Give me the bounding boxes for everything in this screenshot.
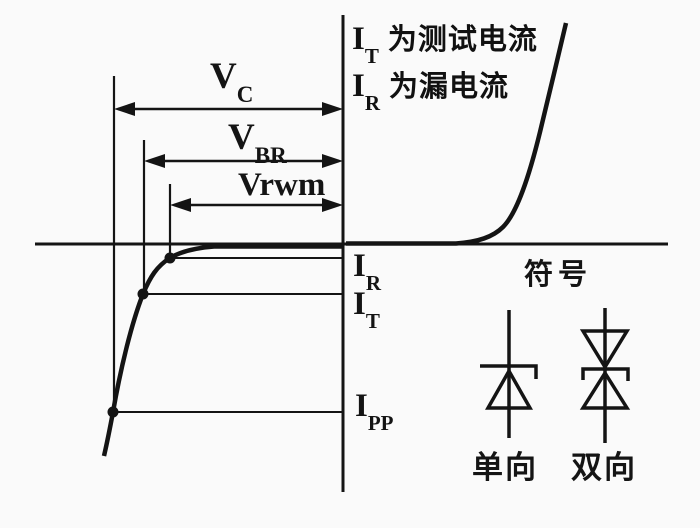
- vc-label: VC: [210, 56, 254, 108]
- ipp-axis-label: IPP: [355, 388, 394, 435]
- vbr-arrowhead-left-icon: [144, 154, 165, 168]
- bidirectional-center-bar-icon: [581, 367, 630, 381]
- vc-arrowhead-left-icon: [114, 102, 135, 116]
- test-current-symbol: IT: [352, 21, 379, 68]
- vbr-point-dot: [137, 288, 149, 300]
- symbol-section-title: 符号: [524, 259, 593, 291]
- bidirectional-top-triangle-icon: [579, 329, 631, 371]
- vrwm-label: Vrwm: [238, 167, 326, 203]
- bidirectional-diode-symbol: [579, 308, 631, 443]
- vc-point-dot: [107, 406, 119, 418]
- vbr-arrowhead-right-icon: [322, 154, 343, 168]
- test-current-note: IT 为测试电流: [352, 16, 538, 68]
- bidirectional-bottom-triangle-icon: [579, 369, 631, 410]
- leak-current-note-text: 为漏电流: [389, 71, 510, 103]
- leak-current-note: IR 为漏电流: [352, 63, 510, 115]
- vbr-label: VBR: [228, 117, 287, 169]
- forward-conduction-curve: [346, 22, 569, 246]
- leak-current-symbol: IR: [352, 68, 381, 115]
- unidirectional-cathode-bar-icon: [480, 364, 538, 379]
- vrwm-arrowhead-right-icon: [322, 198, 343, 212]
- test-current-note-text: 为测试电流: [387, 24, 538, 56]
- reverse-breakdown-curve: [101, 244, 343, 457]
- ir-axis-label: IR: [353, 248, 382, 295]
- unidirectional-caption: 单向: [472, 450, 538, 485]
- unidirectional-diode-symbol: [480, 310, 538, 438]
- vc-arrowhead-right-icon: [322, 102, 343, 116]
- it-axis-label: IT: [353, 286, 380, 333]
- vrwm-arrowhead-left-icon: [170, 198, 191, 212]
- vrwm-point-dot: [164, 252, 176, 264]
- bidirectional-caption: 双向: [571, 450, 637, 485]
- unidirectional-triangle-icon: [484, 367, 534, 410]
